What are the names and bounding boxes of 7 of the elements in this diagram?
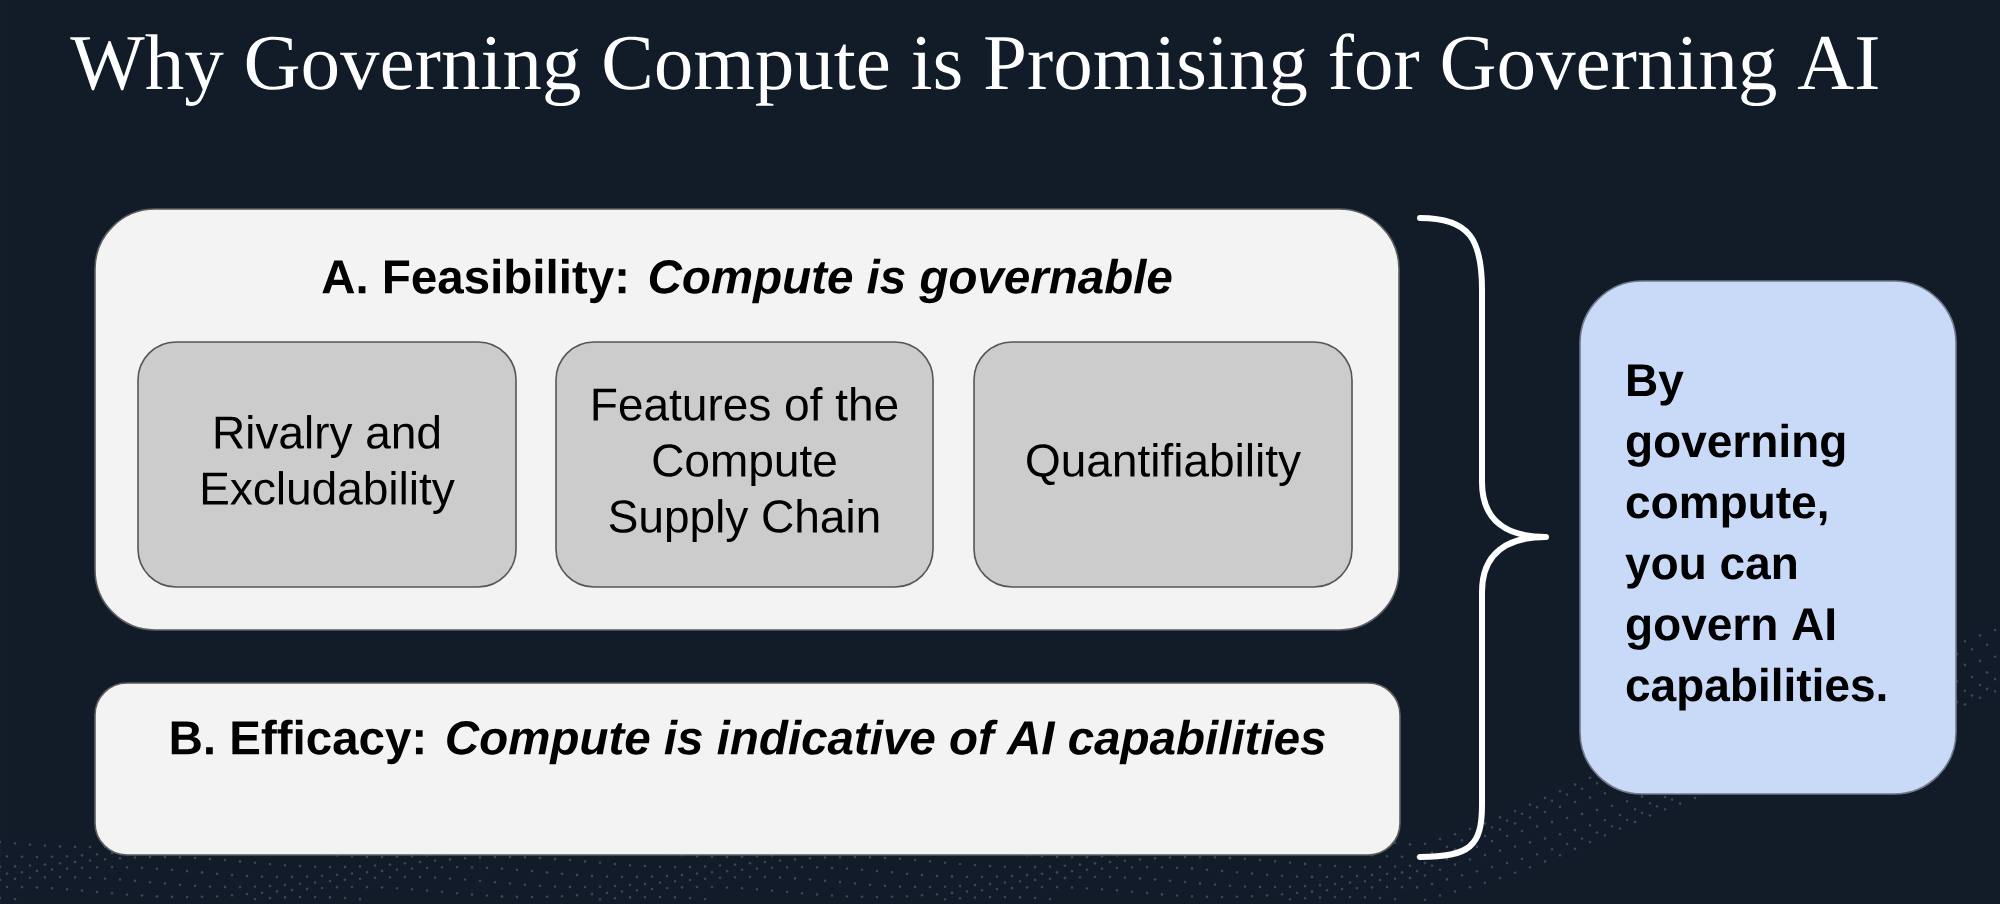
factor-box: Features of the Compute Supply Chain (555, 341, 934, 588)
factor-box: Quantifiability (973, 341, 1353, 588)
slide-title: Why Governing Compute is Promising for Governing AI (70, 33, 1878, 107)
factor-box: Rivalry and Excludability (137, 341, 517, 588)
panel-heading: A. Feasibility: Compute is governable (322, 258, 1172, 304)
conclusion-box: By governing compute, you can govern AI capabilities. (1579, 280, 1957, 795)
panel-heading: B. Efficacy: Compute is indicative of AI capabilities (171, 719, 1325, 765)
